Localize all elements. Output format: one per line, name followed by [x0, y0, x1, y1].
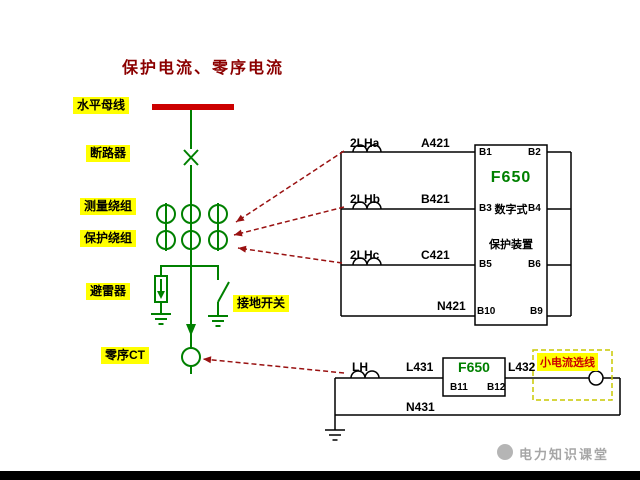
terminal-b1: B1 — [479, 147, 492, 158]
annotation-arrows — [202, 150, 345, 374]
relay-box — [474, 144, 548, 326]
terminal-b4: B4 — [528, 203, 541, 214]
zero-relay-box — [442, 357, 506, 397]
zero-ct-coil-icon — [350, 370, 380, 379]
terminal-b3: B3 — [479, 203, 492, 214]
zero-relay-model: F650 — [458, 359, 490, 375]
annotation-arrow-a — [235, 150, 345, 223]
label-zero-sequence-ct: 零序CT — [101, 347, 149, 364]
ct-winding-circles — [156, 203, 228, 266]
relay-desc-line1: 数字式 — [494, 204, 528, 216]
watermark-text: 电力知识课堂 — [519, 447, 610, 462]
bottom-ground-icon — [325, 429, 345, 441]
switch-ground-icon — [208, 315, 228, 327]
label-earthing-switch: 接地开关 — [233, 295, 290, 312]
annotation-arrowheads — [203, 214, 247, 364]
label-ct-lh: LH — [352, 360, 368, 374]
selector-box — [532, 349, 613, 401]
annotation-arrow-zero — [202, 358, 345, 374]
label-busbar: 水平母线 — [73, 97, 130, 114]
label-ct-2lha: 2LHa — [350, 136, 380, 150]
label-wire-l432: L432 — [508, 360, 536, 374]
terminal-b11: B11 — [450, 382, 468, 393]
watermark-logo-icon — [497, 444, 513, 460]
breaker-x-icon — [183, 149, 199, 166]
ct-coil-b-icon — [352, 201, 382, 210]
zero-ct-circle — [181, 347, 201, 367]
terminal-b9: B9 — [530, 306, 543, 317]
relay-desc-line2: 保护装置 — [489, 239, 533, 251]
bottom-black-bar — [0, 471, 640, 480]
relay-model: F650 — [490, 169, 532, 186]
page-title: 保护电流、零序电流 — [122, 60, 285, 77]
terminal-b12: B12 — [487, 382, 506, 393]
earthing-switch-symbol — [191, 265, 230, 327]
ct-coil-a-icon — [352, 144, 382, 153]
label-wire-a421: A421 — [421, 136, 450, 150]
arrester-ground-icon — [151, 313, 171, 325]
busbar-bar — [152, 104, 234, 110]
label-arrester: 避雷器 — [86, 283, 131, 300]
terminal-b10: B10 — [477, 306, 496, 317]
arrester-symbol — [151, 265, 191, 325]
label-ct-2lhb: 2LHb — [350, 192, 380, 206]
label-wire-l431: L431 — [406, 360, 434, 374]
label-protection-winding: 保护绕组 — [80, 230, 137, 247]
selector-ct-circle — [588, 370, 604, 386]
label-measuring-winding: 测量绕组 — [80, 198, 137, 215]
label-wire-b421: B421 — [421, 192, 450, 206]
annotation-arrow-c — [237, 247, 343, 264]
terminal-b5: B5 — [479, 259, 492, 270]
label-wire-n421: N421 — [437, 299, 466, 313]
annotation-arrow-b — [233, 206, 345, 236]
secondary-circuit — [325, 144, 621, 441]
terminal-b2: B2 — [528, 147, 541, 158]
label-wire-n431: N431 — [406, 400, 435, 414]
feeder-arrow-icon — [186, 324, 196, 336]
label-ct-2lhc: 2LHc — [350, 248, 380, 262]
terminal-b6: B6 — [528, 259, 541, 270]
primary-circuit — [151, 110, 230, 374]
ct-coil-c-icon — [352, 257, 382, 266]
label-selector: 小电流选线 — [537, 353, 598, 371]
label-breaker: 断路器 — [86, 145, 131, 162]
label-wire-c421: C421 — [421, 248, 450, 262]
